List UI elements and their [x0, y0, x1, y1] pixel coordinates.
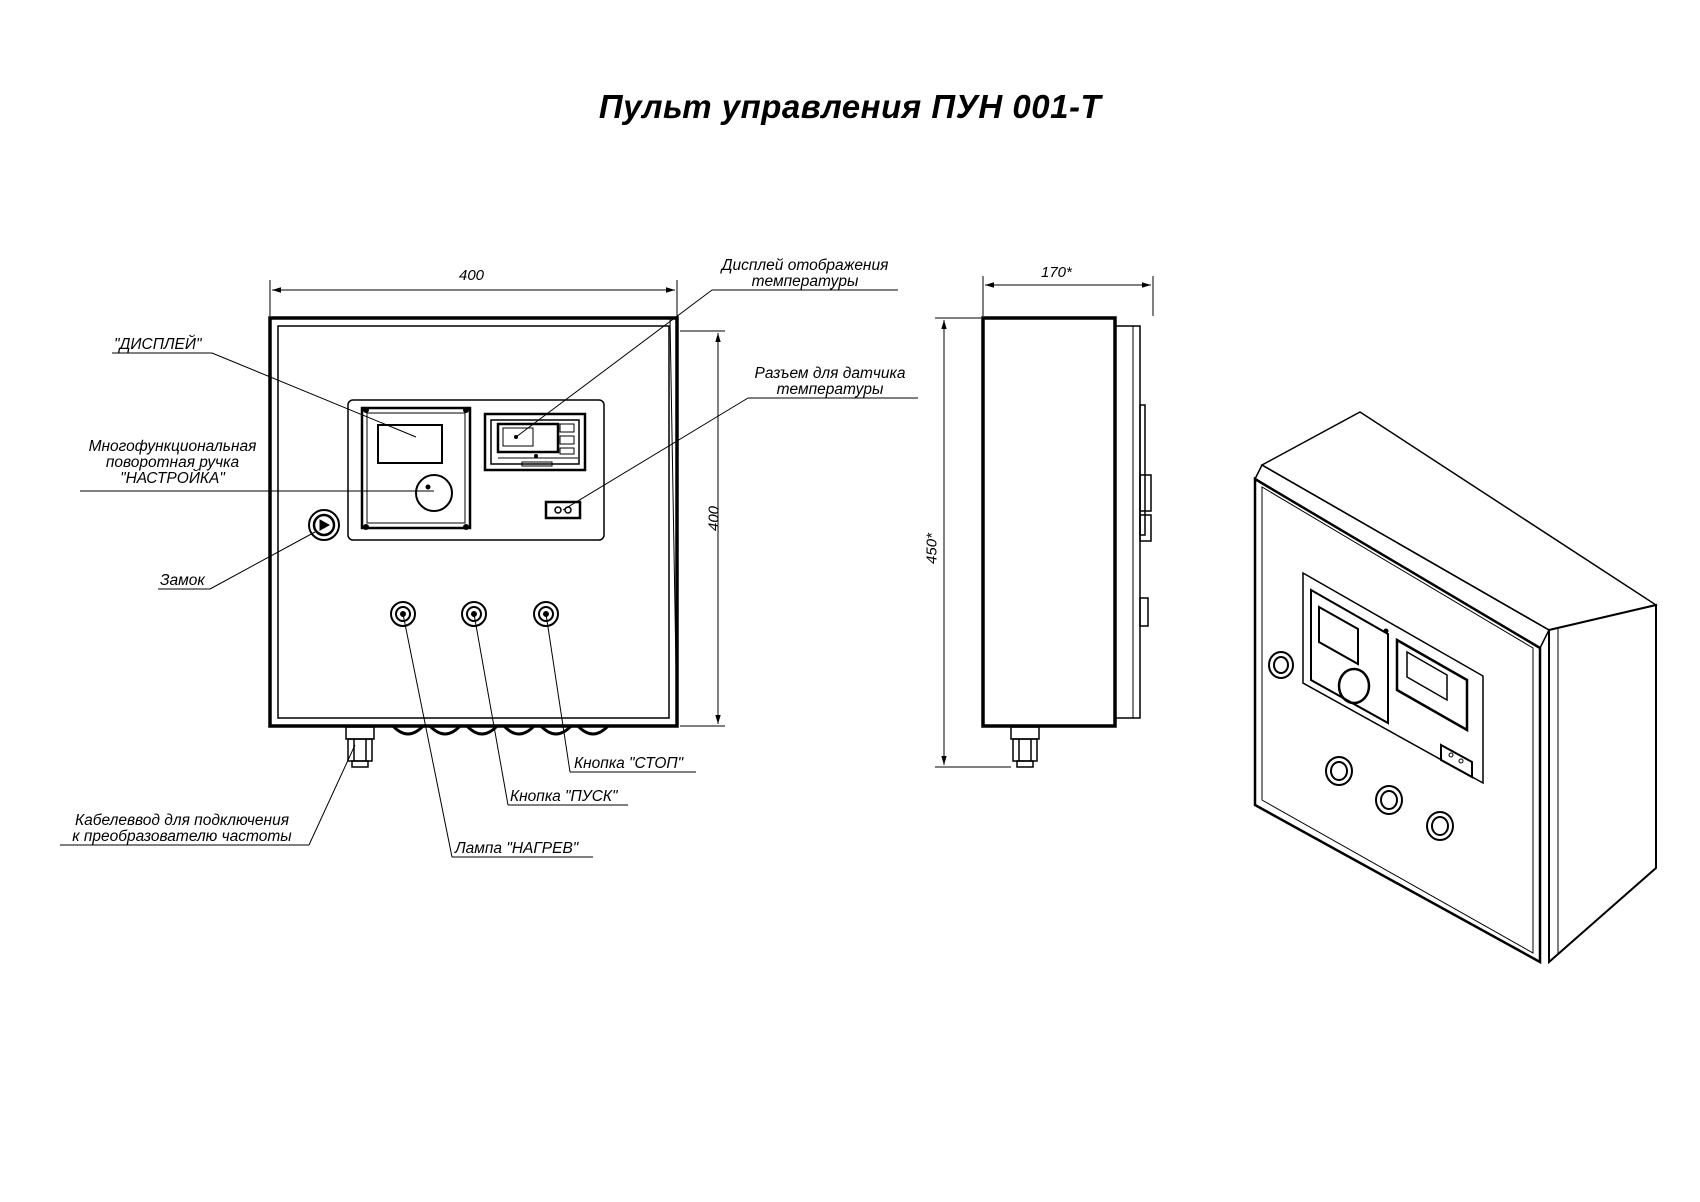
- callout-knob-line-2: поворотная ручка: [105, 454, 240, 471]
- leader-lines: [60, 289, 918, 858]
- front-door: [277, 325, 670, 719]
- lock-icon: [308, 509, 340, 541]
- callout-heat-lamp: Лампа "НАГРЕВ": [455, 840, 579, 857]
- cable-gland-icon: [1010, 726, 1040, 768]
- callout-knob-line-3: "НАСТРОЙКА": [120, 470, 225, 487]
- dim-front-height: 400: [705, 505, 723, 532]
- side-view: [981, 316, 1152, 768]
- dim-front-width: 400: [459, 267, 485, 284]
- iso-front-face: [1253, 476, 1542, 965]
- side-dimensions: [935, 276, 1154, 768]
- temperature-controller: [483, 412, 587, 472]
- push-button-icon: [1375, 785, 1403, 815]
- callout-temp-display-line-2: температуры: [751, 273, 859, 290]
- callout-sensor-connector-line-1: Разъем для датчика: [754, 365, 906, 382]
- callout-cable-gland-line-1: Кабелеввод для подключения: [75, 812, 289, 829]
- callout-knob: Многофункциональная поворотная ручка "НА…: [60, 439, 285, 487]
- callout-knob-line-1: Многофункциональная: [88, 438, 257, 455]
- knob-icon: [415, 474, 453, 512]
- side-door: [1114, 325, 1141, 719]
- dim-side-depth: 170*: [1041, 264, 1072, 281]
- callout-temp-display-line-1: Дисплей отображения: [721, 257, 889, 274]
- iso-side-face: [1548, 603, 1657, 965]
- display-module: [360, 406, 472, 530]
- dim-side-height: 450*: [923, 533, 941, 564]
- callout-lock: Замок: [160, 572, 205, 589]
- callout-temp-display: Дисплей отображения температуры: [700, 258, 910, 290]
- side-enclosure: [981, 316, 1117, 728]
- push-button-icon: [1426, 811, 1454, 841]
- iso-panel: [1302, 571, 1484, 785]
- callout-cable-gland-line-2: к преобразователю частоты: [72, 828, 292, 845]
- callout-cable-gland: Кабелеввод для подключения к преобразова…: [52, 813, 312, 845]
- instrument-panel: [347, 399, 605, 541]
- callout-sensor-connector: Разъем для датчика температуры: [730, 366, 930, 398]
- front-dimensions: [269, 280, 725, 727]
- page-title: Пульт управления ПУН 001-Т: [598, 88, 1102, 125]
- isometric-view: [1253, 411, 1658, 965]
- display-screen: [377, 424, 443, 464]
- front-view: [268, 316, 679, 768]
- callout-sensor-connector-line-2: температуры: [776, 381, 884, 398]
- front-enclosure: [268, 316, 679, 728]
- push-button-icon: [1325, 756, 1353, 786]
- iso-top-face: [1260, 411, 1658, 631]
- callout-start-button: Кнопка "ПУСК": [510, 788, 618, 805]
- cable-gland-icon: [345, 726, 375, 768]
- callout-stop-button: Кнопка "СТОП": [574, 755, 684, 772]
- lock-icon: [1268, 651, 1294, 679]
- callout-display: "ДИСПЛЕЙ": [114, 336, 202, 353]
